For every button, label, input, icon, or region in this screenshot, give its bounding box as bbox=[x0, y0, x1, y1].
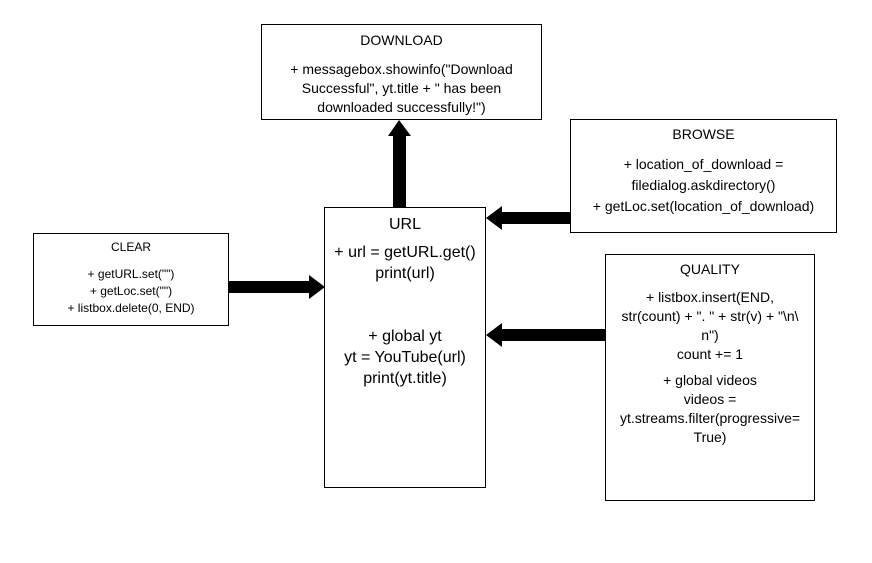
quality-line: count += 1 bbox=[676, 346, 744, 362]
quality-line: + global videos bbox=[663, 372, 757, 388]
url-line: + url = getURL.get() bbox=[334, 244, 476, 261]
clear-line: + getURL.set("") bbox=[87, 267, 175, 281]
browse-line: + location_of_download = bbox=[623, 156, 784, 172]
quality-title: QUALITY bbox=[680, 261, 740, 277]
url-title: URL bbox=[388, 216, 421, 233]
arrow-clear-to-url bbox=[229, 275, 325, 299]
browse-title: BROWSE bbox=[672, 126, 735, 142]
quality-line: str(count) + ". " + str(v) + "\n\ bbox=[621, 308, 799, 324]
url-box: URL + url = getURL.get() print(url) + gl… bbox=[324, 207, 486, 488]
url-line: print(yt.title) bbox=[363, 370, 447, 387]
download-line: + messagebox.showinfo("Download bbox=[290, 61, 513, 77]
quality-line: videos = bbox=[683, 391, 737, 407]
browse-box: BROWSE + location_of_download = filedial… bbox=[570, 119, 837, 233]
clear-title: CLEAR bbox=[110, 240, 151, 254]
arrow-browse-to-url bbox=[486, 206, 570, 230]
browse-line: filedialog.askdirectory() bbox=[631, 177, 776, 193]
download-line: Successful", yt.title + " has been bbox=[301, 80, 502, 96]
download-title: DOWNLOAD bbox=[360, 32, 443, 48]
clear-line: + listbox.delete(0, END) bbox=[67, 301, 195, 315]
quality-line: yt.streams.filter(progressive= bbox=[619, 410, 801, 426]
url-line: yt = YouTube(url) bbox=[344, 349, 466, 366]
quality-line: n") bbox=[701, 327, 719, 343]
url-line: + global yt bbox=[368, 328, 442, 345]
quality-line: True) bbox=[693, 429, 727, 445]
url-spacer bbox=[325, 284, 485, 326]
clear-line: + getLoc.set("") bbox=[89, 284, 173, 298]
browse-line: + getLoc.set(location_of_download) bbox=[592, 198, 815, 214]
quality-line: + listbox.insert(END, bbox=[646, 289, 774, 305]
download-box: DOWNLOAD + messagebox.showinfo("Download… bbox=[261, 24, 542, 120]
clear-box: CLEAR + getURL.set("") + getLoc.set("") … bbox=[33, 233, 229, 326]
arrow-url-to-download bbox=[388, 120, 411, 207]
quality-spacer bbox=[606, 364, 814, 371]
url-line: print(url) bbox=[375, 265, 435, 282]
quality-box: QUALITY + listbox.insert(END, str(count)… bbox=[605, 254, 815, 501]
download-line: downloaded successfully!") bbox=[317, 99, 486, 115]
arrow-quality-to-url bbox=[486, 323, 605, 347]
